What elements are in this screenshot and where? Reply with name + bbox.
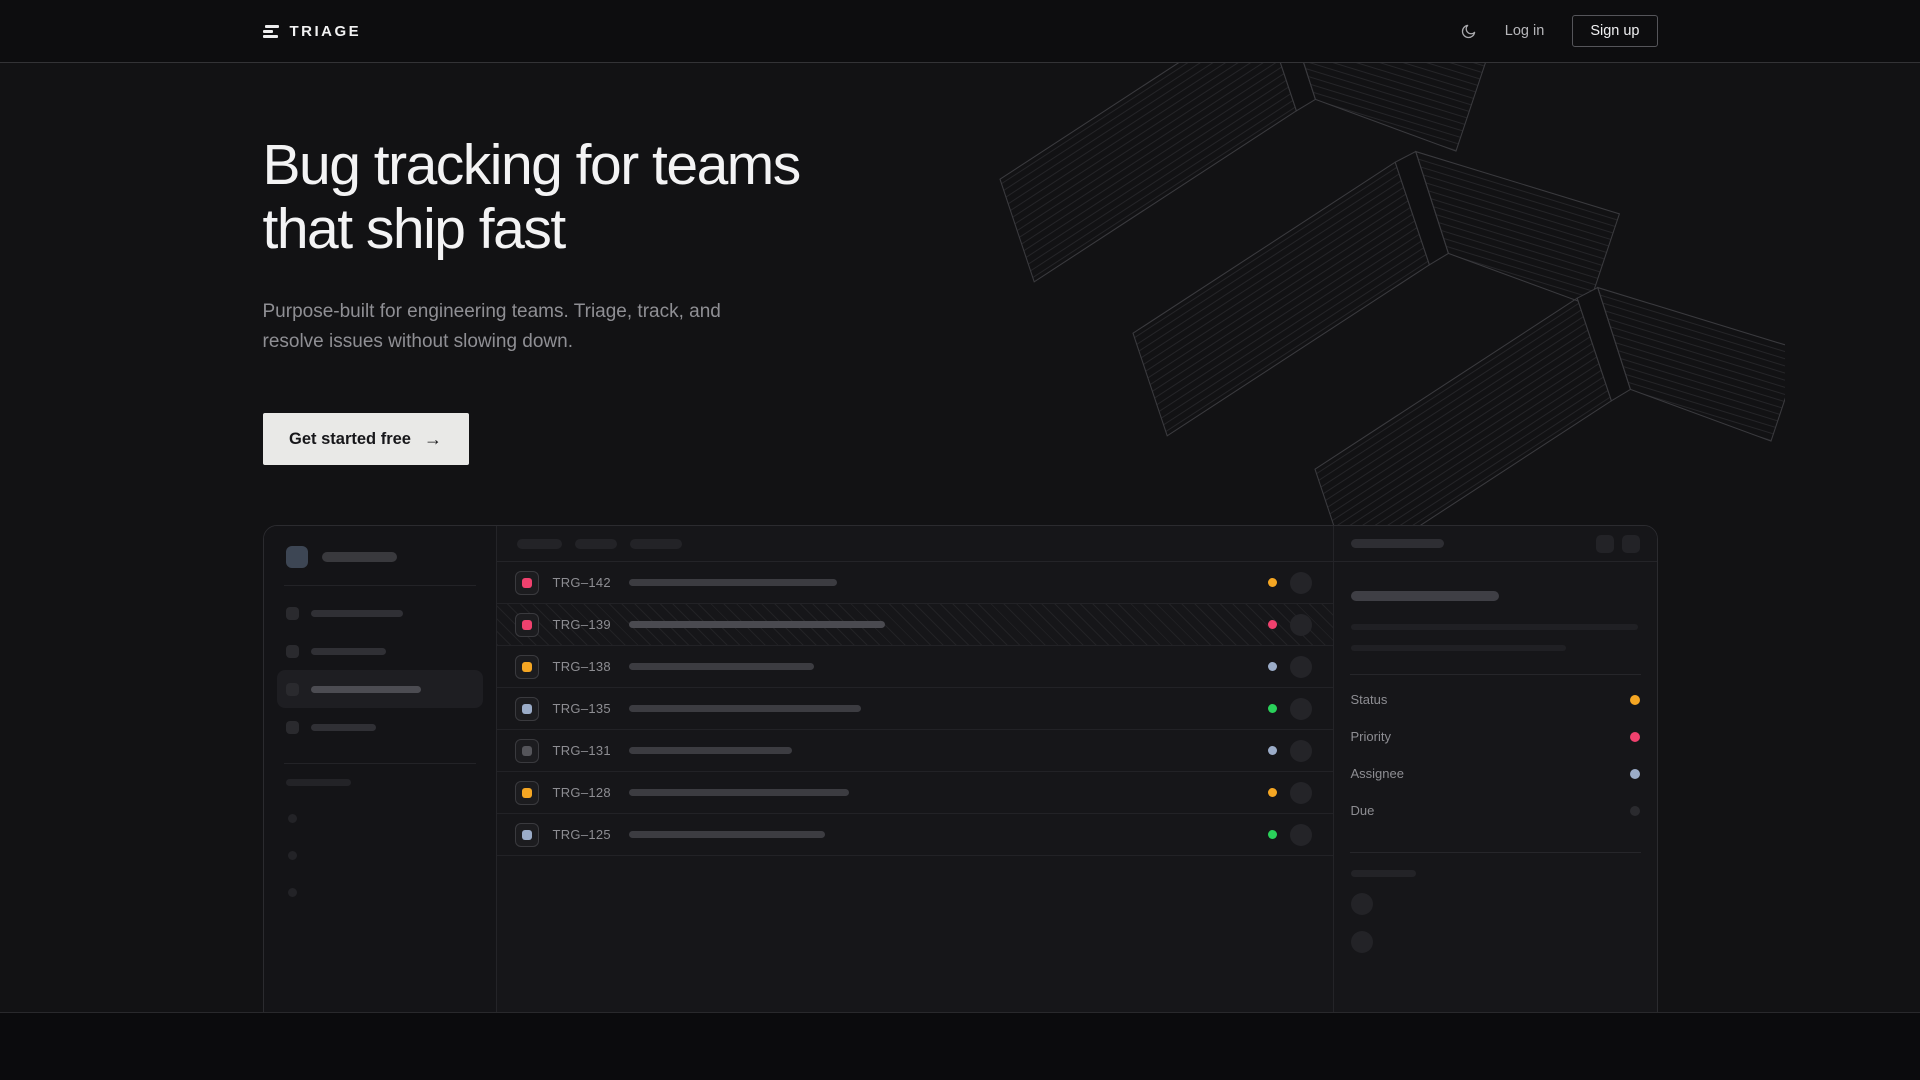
panel-action-placeholder xyxy=(1595,534,1614,553)
panel-section-placeholder xyxy=(1350,870,1416,877)
sidebar-nav-item xyxy=(277,708,483,746)
issue-row: TRG–128 xyxy=(496,772,1333,814)
assignee-avatar-placeholder xyxy=(1289,571,1312,594)
field-value-dot xyxy=(1629,805,1640,816)
status-dot xyxy=(1267,830,1277,839)
issue-title-bar-placeholder xyxy=(628,789,849,796)
issue-title-bar-placeholder xyxy=(628,705,861,712)
footer xyxy=(0,1012,1920,1080)
field-value-dot xyxy=(1629,694,1640,705)
sidebar-nav-item-active xyxy=(276,670,483,708)
priority-icon xyxy=(514,654,539,679)
field-label: Status xyxy=(1350,692,1388,707)
panel-field: Priority xyxy=(1351,718,1640,755)
get-started-button[interactable]: Get started free → xyxy=(262,413,469,465)
panel-field: Status xyxy=(1351,681,1640,718)
issue-id: TRG–138 xyxy=(552,659,611,674)
issue-id: TRG–135 xyxy=(552,701,611,716)
status-dot xyxy=(1267,746,1277,755)
assignee-avatar-placeholder xyxy=(1289,781,1312,804)
field-value-dot xyxy=(1629,731,1640,742)
hero-heading: Bug tracking for teams that ship fast xyxy=(263,63,1658,261)
top-nav: TRIAGE Log in Sign up xyxy=(0,0,1920,63)
issue-row: TRG–125 xyxy=(496,814,1333,856)
priority-icon xyxy=(514,696,539,721)
status-dot xyxy=(1267,578,1277,587)
issue-title-bar-placeholder xyxy=(628,747,792,754)
hero-heading-line1: Bug tracking for teams xyxy=(262,133,802,197)
detail-panel-header xyxy=(1333,526,1657,562)
status-dot xyxy=(1267,662,1277,671)
hero-subtext: Purpose-built for engineering teams. Tri… xyxy=(262,301,721,352)
field-label: Assignee xyxy=(1350,766,1404,781)
arrow-right-icon: → xyxy=(423,428,442,449)
assignee-avatar-placeholder xyxy=(1289,655,1312,678)
issue-id: TRG–131 xyxy=(552,743,611,758)
signup-button[interactable]: Sign up xyxy=(1572,15,1658,47)
brand[interactable]: TRIAGE xyxy=(262,22,362,40)
login-link[interactable]: Log in xyxy=(1504,23,1545,39)
workspace-switcher-placeholder xyxy=(285,546,474,568)
priority-icon xyxy=(514,738,539,763)
comment-avatar-placeholder xyxy=(1350,893,1373,915)
issue-title-placeholder xyxy=(1350,591,1499,601)
status-dot xyxy=(1267,704,1277,713)
issue-row: TRG–142 xyxy=(496,562,1333,604)
issue-title-bar-placeholder xyxy=(628,621,885,628)
panel-field: Due xyxy=(1351,792,1640,829)
field-label: Priority xyxy=(1350,729,1391,744)
filter-chip-placeholder xyxy=(574,538,617,549)
assignee-avatar-placeholder xyxy=(1289,739,1312,762)
issue-row: TRG–135 xyxy=(496,688,1333,730)
issue-title-bar-placeholder xyxy=(628,831,825,838)
filter-chip-placeholder xyxy=(629,538,682,549)
field-value-dot xyxy=(1629,768,1640,779)
panel-action-placeholder xyxy=(1621,534,1640,553)
assignee-avatar-placeholder xyxy=(1289,823,1312,846)
sidebar-nav-item xyxy=(277,632,483,670)
sidebar-section-placeholder xyxy=(285,779,351,786)
issue-row: TRG–138 xyxy=(496,646,1333,688)
issue-id: TRG–139 xyxy=(552,617,611,632)
assignee-avatar-placeholder xyxy=(1289,697,1312,720)
priority-icon xyxy=(514,822,539,847)
comment-avatar-placeholder xyxy=(1350,931,1373,953)
workspace-avatar-placeholder xyxy=(285,546,308,568)
priority-icon xyxy=(514,612,539,637)
status-dot xyxy=(1267,788,1277,797)
cta-label: Get started free xyxy=(289,429,411,448)
panel-field: Assignee xyxy=(1351,755,1640,792)
issue-row: TRG–131 xyxy=(496,730,1333,772)
filter-chip-placeholder xyxy=(516,538,562,549)
assignee-avatar-placeholder xyxy=(1289,613,1312,636)
theme-toggle-button[interactable] xyxy=(1460,23,1477,40)
issue-id: TRG–128 xyxy=(552,785,611,800)
sidebar-nav-item xyxy=(277,594,483,632)
brand-name: TRIAGE xyxy=(289,22,362,40)
issue-id: TRG–125 xyxy=(552,827,611,842)
field-label: Due xyxy=(1350,803,1375,818)
priority-icon xyxy=(514,570,539,595)
issue-row: TRG–139 xyxy=(496,604,1333,646)
issue-title-bar-placeholder xyxy=(628,663,814,670)
issue-list-header xyxy=(496,526,1333,562)
priority-icon xyxy=(514,780,539,805)
issue-id: TRG–142 xyxy=(552,575,611,590)
hero-section: Bug tracking for teams that ship fast Pu… xyxy=(0,63,1920,1012)
issue-title-bar-placeholder xyxy=(628,579,837,586)
status-dot xyxy=(1267,620,1277,629)
mockup-sidebar xyxy=(263,526,497,1012)
hero-heading-line2: that ship fast xyxy=(262,197,567,261)
moon-icon xyxy=(1461,24,1476,38)
triage-logo-icon xyxy=(262,24,279,38)
